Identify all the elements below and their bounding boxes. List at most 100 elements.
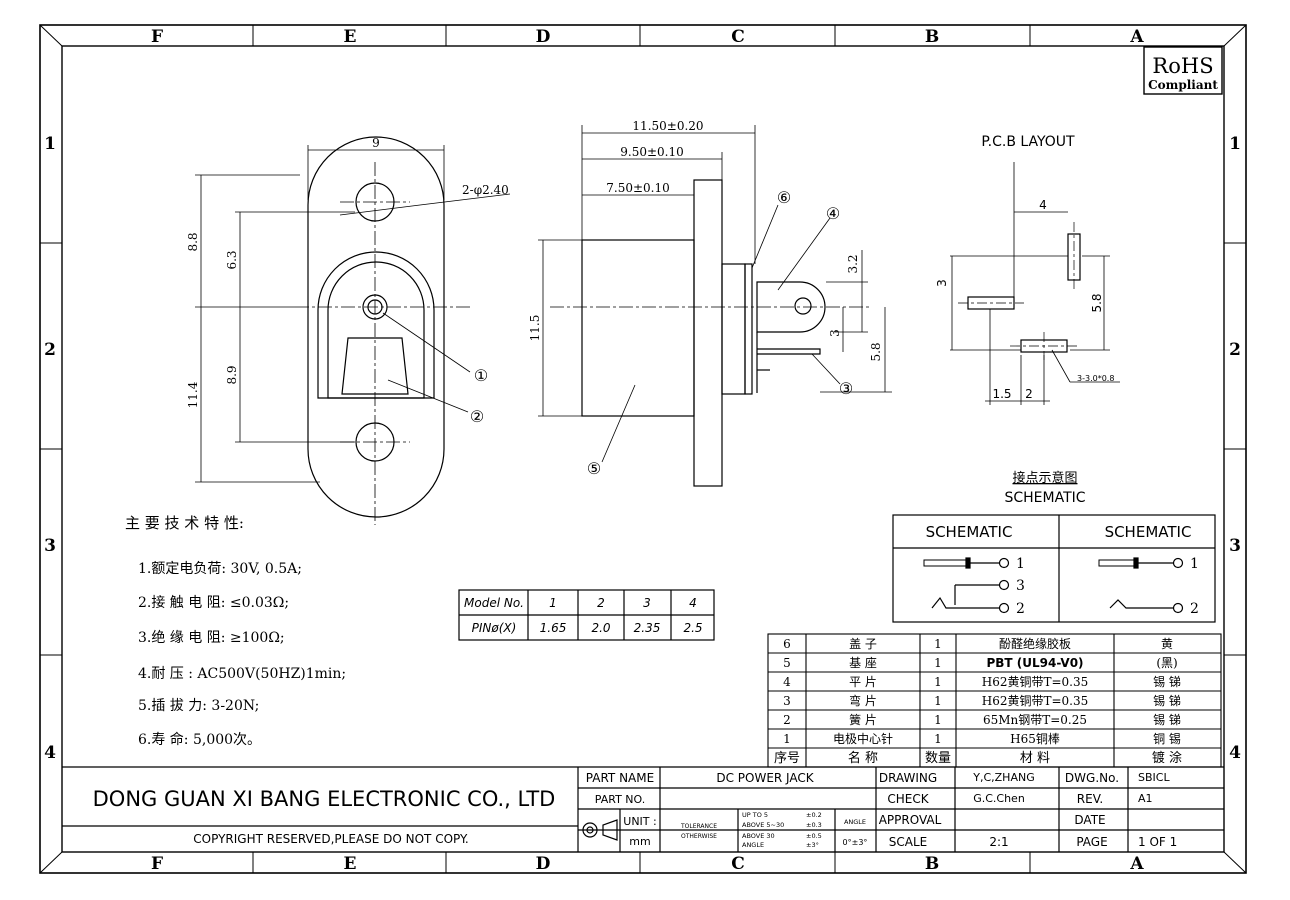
schematic-left-pin-2: 2 bbox=[1016, 601, 1025, 617]
row-label-1: 1 bbox=[44, 134, 56, 154]
row-label-3: 3 bbox=[44, 536, 56, 556]
bom-row-1-finish: 铜 锡 bbox=[1153, 731, 1181, 746]
bom-row-4-name: 平 片 bbox=[849, 675, 877, 689]
spec-item-3: 3.绝 缘 电 阻: ≥100Ω; bbox=[138, 630, 285, 646]
bom-row-2-finish: 锡 锑 bbox=[1153, 712, 1181, 727]
specs-title: 主 要 技 术 特 性: bbox=[125, 514, 244, 532]
rev-value: A1 bbox=[1138, 792, 1153, 805]
angle-label: ANGLE bbox=[844, 818, 866, 826]
pcb-title: P.C.B LAYOUT bbox=[981, 134, 1075, 150]
pcb-dim-4: 4 bbox=[1039, 198, 1047, 212]
bom-row-6-material: 酚醛绝缘胶板 bbox=[999, 636, 1071, 651]
copyright-text: COPYRIGHT RESERVED,PLEASE DO NOT COPY. bbox=[193, 832, 468, 846]
model-header-label: Model No. bbox=[464, 596, 524, 610]
pcb-dim-2: 2 bbox=[1025, 387, 1033, 401]
bom-row-4-qty: 1 bbox=[934, 675, 942, 689]
dwg-no-label: DWG.No. bbox=[1065, 771, 1119, 785]
tolerance-range-2: ABOVE 5~30 bbox=[742, 821, 784, 829]
bom-header-material: 材 料 bbox=[1020, 751, 1050, 766]
dim-11-50: 11.50±0.20 bbox=[632, 119, 703, 133]
bom-row-2-no: 2 bbox=[783, 713, 791, 727]
schematic-title-en: SCHEMATIC bbox=[1004, 490, 1085, 506]
bom-row-1-qty: 1 bbox=[934, 732, 942, 746]
model-header-3: 3 bbox=[643, 596, 651, 610]
model-header-4: 4 bbox=[689, 596, 697, 610]
dim-width: 9 bbox=[372, 136, 380, 150]
tolerance-value-3: ±0.5 bbox=[806, 832, 822, 840]
dim-8-8: 8.8 bbox=[186, 232, 200, 251]
col-label-e: E bbox=[344, 27, 357, 47]
col-label-b: B bbox=[925, 27, 939, 47]
pin-label: PINø(X) bbox=[472, 621, 517, 635]
angle-value: 0°±3° bbox=[843, 838, 868, 847]
col-label-d-bottom: D bbox=[536, 854, 551, 874]
bom-header-finish: 镀 涂 bbox=[1152, 750, 1182, 766]
callout-2: ② bbox=[470, 407, 484, 426]
bom-header-name: 名 称 bbox=[848, 750, 878, 766]
bom-row-1-name: 电极中心针 bbox=[833, 731, 893, 746]
bom-row-1-material: H65铜棒 bbox=[1010, 731, 1060, 746]
callout-4: ④ bbox=[826, 204, 840, 223]
bom-row-5-no: 5 bbox=[783, 656, 791, 670]
callout-1: ① bbox=[474, 366, 488, 385]
model-table bbox=[458, 589, 715, 641]
pcb-dim-1-5: 1.5 bbox=[992, 387, 1011, 401]
drawing-label: DRAWING bbox=[879, 771, 937, 785]
bom-row-2-qty: 1 bbox=[934, 713, 942, 727]
row-label-4-right: 4 bbox=[1229, 743, 1241, 763]
schematic-box bbox=[892, 514, 1216, 623]
side-view bbox=[538, 125, 892, 487]
bom-row-6-finish: 黄 bbox=[1161, 637, 1173, 651]
pcb-layout bbox=[950, 162, 1120, 405]
bom-row-3-finish: 锡 锑 bbox=[1153, 693, 1181, 708]
bom-row-5-qty: 1 bbox=[934, 656, 942, 670]
part-name-label: PART NAME bbox=[586, 771, 654, 785]
unit-label: UNIT : bbox=[623, 815, 656, 828]
dim-9-50: 9.50±0.10 bbox=[620, 145, 684, 159]
check-value: G.C.Chen bbox=[973, 792, 1025, 805]
page-value: 1 OF 1 bbox=[1138, 835, 1177, 849]
row-label-2: 2 bbox=[44, 340, 56, 360]
spec-item-1: 1.额定电负荷: 30V, 0.5A; bbox=[138, 561, 302, 577]
tolerance-value-1: ±0.2 bbox=[806, 811, 822, 819]
rev-label: REV. bbox=[1077, 792, 1103, 806]
col-label-c: C bbox=[731, 27, 745, 47]
approval-label: APPROVAL bbox=[879, 813, 942, 827]
unit-value: mm bbox=[629, 835, 650, 848]
bom-row-3-name: 弯 片 bbox=[849, 693, 877, 708]
company-name: DONG GUAN XI BANG ELECTRONIC CO., LTD bbox=[93, 787, 556, 811]
tolerance-label-2: OTHERWISE bbox=[681, 833, 717, 840]
bom-row-6-qty: 1 bbox=[934, 637, 942, 651]
callout-5: ⑤ bbox=[587, 459, 601, 478]
scale-label: SCALE bbox=[889, 835, 927, 849]
rohs-badge: RoHS Compliant bbox=[1143, 46, 1223, 95]
front-view bbox=[195, 136, 511, 525]
dim-11-5: 11.5 bbox=[528, 315, 542, 342]
bom-row-4-no: 4 bbox=[783, 675, 791, 689]
bom-row-3-material: H62黄铜带T=0.35 bbox=[982, 693, 1089, 708]
dim-hole: 2-φ2.40 bbox=[462, 183, 509, 197]
spec-item-4: 4.耐 压 : AC500V(50HZ)1min; bbox=[138, 666, 346, 682]
spec-item-6: 6.寿 命: 5,000次。 bbox=[138, 731, 261, 748]
bom-row-6-no: 6 bbox=[783, 637, 791, 651]
bom-row-1-no: 1 bbox=[783, 732, 791, 746]
dim-3: 3 bbox=[828, 329, 842, 337]
col-label-a-bottom: A bbox=[1129, 854, 1144, 874]
schematic-left-pin-3: 3 bbox=[1016, 578, 1025, 594]
col-label-e-bottom: E bbox=[344, 854, 357, 874]
part-no-label: PART NO. bbox=[595, 793, 645, 806]
schematic-right-pin-2: 2 bbox=[1190, 601, 1199, 617]
col-label-b-bottom: B bbox=[925, 854, 939, 874]
bom-row-6-name: 盖 子 bbox=[849, 637, 877, 651]
page-label: PAGE bbox=[1076, 835, 1107, 849]
rohs-subtitle: Compliant bbox=[1148, 78, 1218, 92]
dim-5-8: 5.8 bbox=[869, 342, 883, 361]
part-name-value: DC POWER JACK bbox=[716, 771, 814, 785]
dim-3-2: 3.2 bbox=[846, 254, 860, 273]
row-label-3-right: 3 bbox=[1229, 536, 1241, 556]
dim-8-9: 8.9 bbox=[225, 365, 239, 384]
bom-row-4-material: H62黄铜带T=0.35 bbox=[982, 674, 1089, 689]
schematic-left-pin-1: 1 bbox=[1016, 556, 1025, 572]
pin-value-2: 2.0 bbox=[591, 621, 610, 635]
